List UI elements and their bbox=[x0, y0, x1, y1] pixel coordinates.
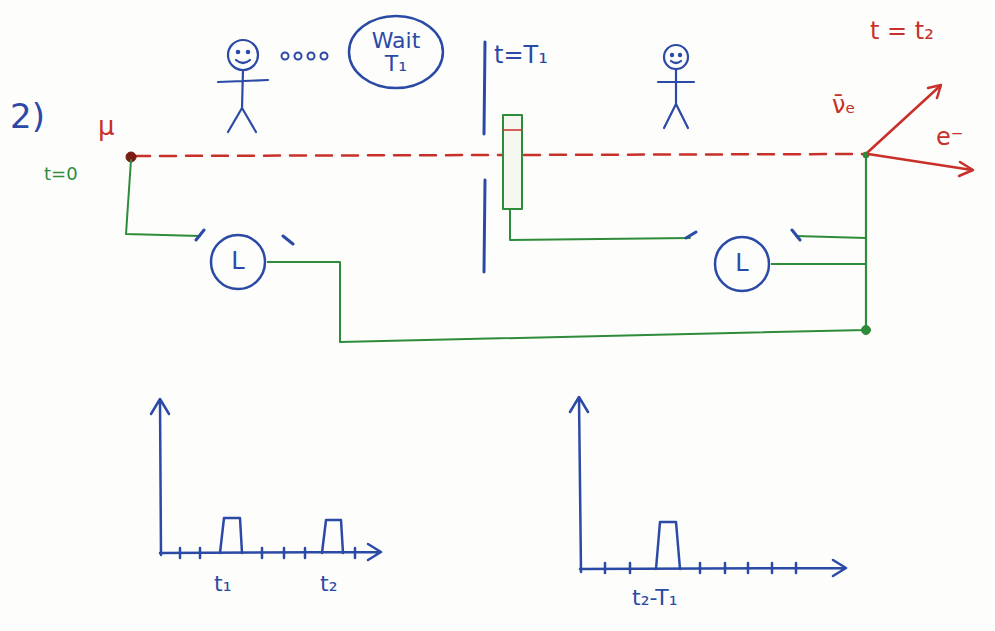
clock-circle: L bbox=[209, 233, 267, 291]
electron-arrow bbox=[868, 154, 972, 170]
particle-label: μ bbox=[98, 112, 115, 141]
stick-figure bbox=[658, 45, 694, 128]
node-text: Wait T₁ bbox=[365, 29, 427, 75]
thought-dots bbox=[282, 53, 328, 60]
wire bbox=[126, 160, 200, 236]
node-text: L bbox=[735, 251, 748, 276]
wire bbox=[510, 210, 690, 240]
timing-plot bbox=[570, 397, 846, 576]
antineutrino-arrow bbox=[868, 86, 940, 152]
particle-label: e⁻ bbox=[936, 124, 963, 150]
axis-label: t₂-T₁ bbox=[632, 586, 678, 610]
timing-plot bbox=[151, 399, 381, 560]
detector-mark bbox=[503, 129, 522, 131]
axis-label: t₂ bbox=[320, 572, 337, 596]
node-text: L bbox=[231, 249, 244, 274]
axis-label: t₁ bbox=[214, 572, 231, 596]
panel-number: 2) bbox=[10, 98, 45, 135]
muon-track bbox=[134, 154, 866, 156]
circle-outline bbox=[211, 235, 265, 289]
clock-circle: L bbox=[713, 235, 771, 293]
arrowhead bbox=[928, 85, 941, 98]
time-label: t=0 bbox=[44, 164, 78, 184]
time-label: t=T₁ bbox=[494, 42, 548, 68]
particle-label: ν̄ₑ bbox=[832, 92, 855, 118]
wait-bubble: Wait T₁ bbox=[347, 14, 445, 90]
circle-outline bbox=[349, 16, 443, 88]
circle-outline bbox=[715, 237, 769, 291]
wire bbox=[267, 262, 866, 342]
time-label: t = t₂ bbox=[870, 18, 934, 44]
arrowhead bbox=[959, 162, 973, 176]
detector bbox=[503, 115, 522, 209]
wire bbox=[796, 236, 866, 238]
stick-figure bbox=[218, 40, 268, 132]
barrier bbox=[484, 42, 485, 272]
